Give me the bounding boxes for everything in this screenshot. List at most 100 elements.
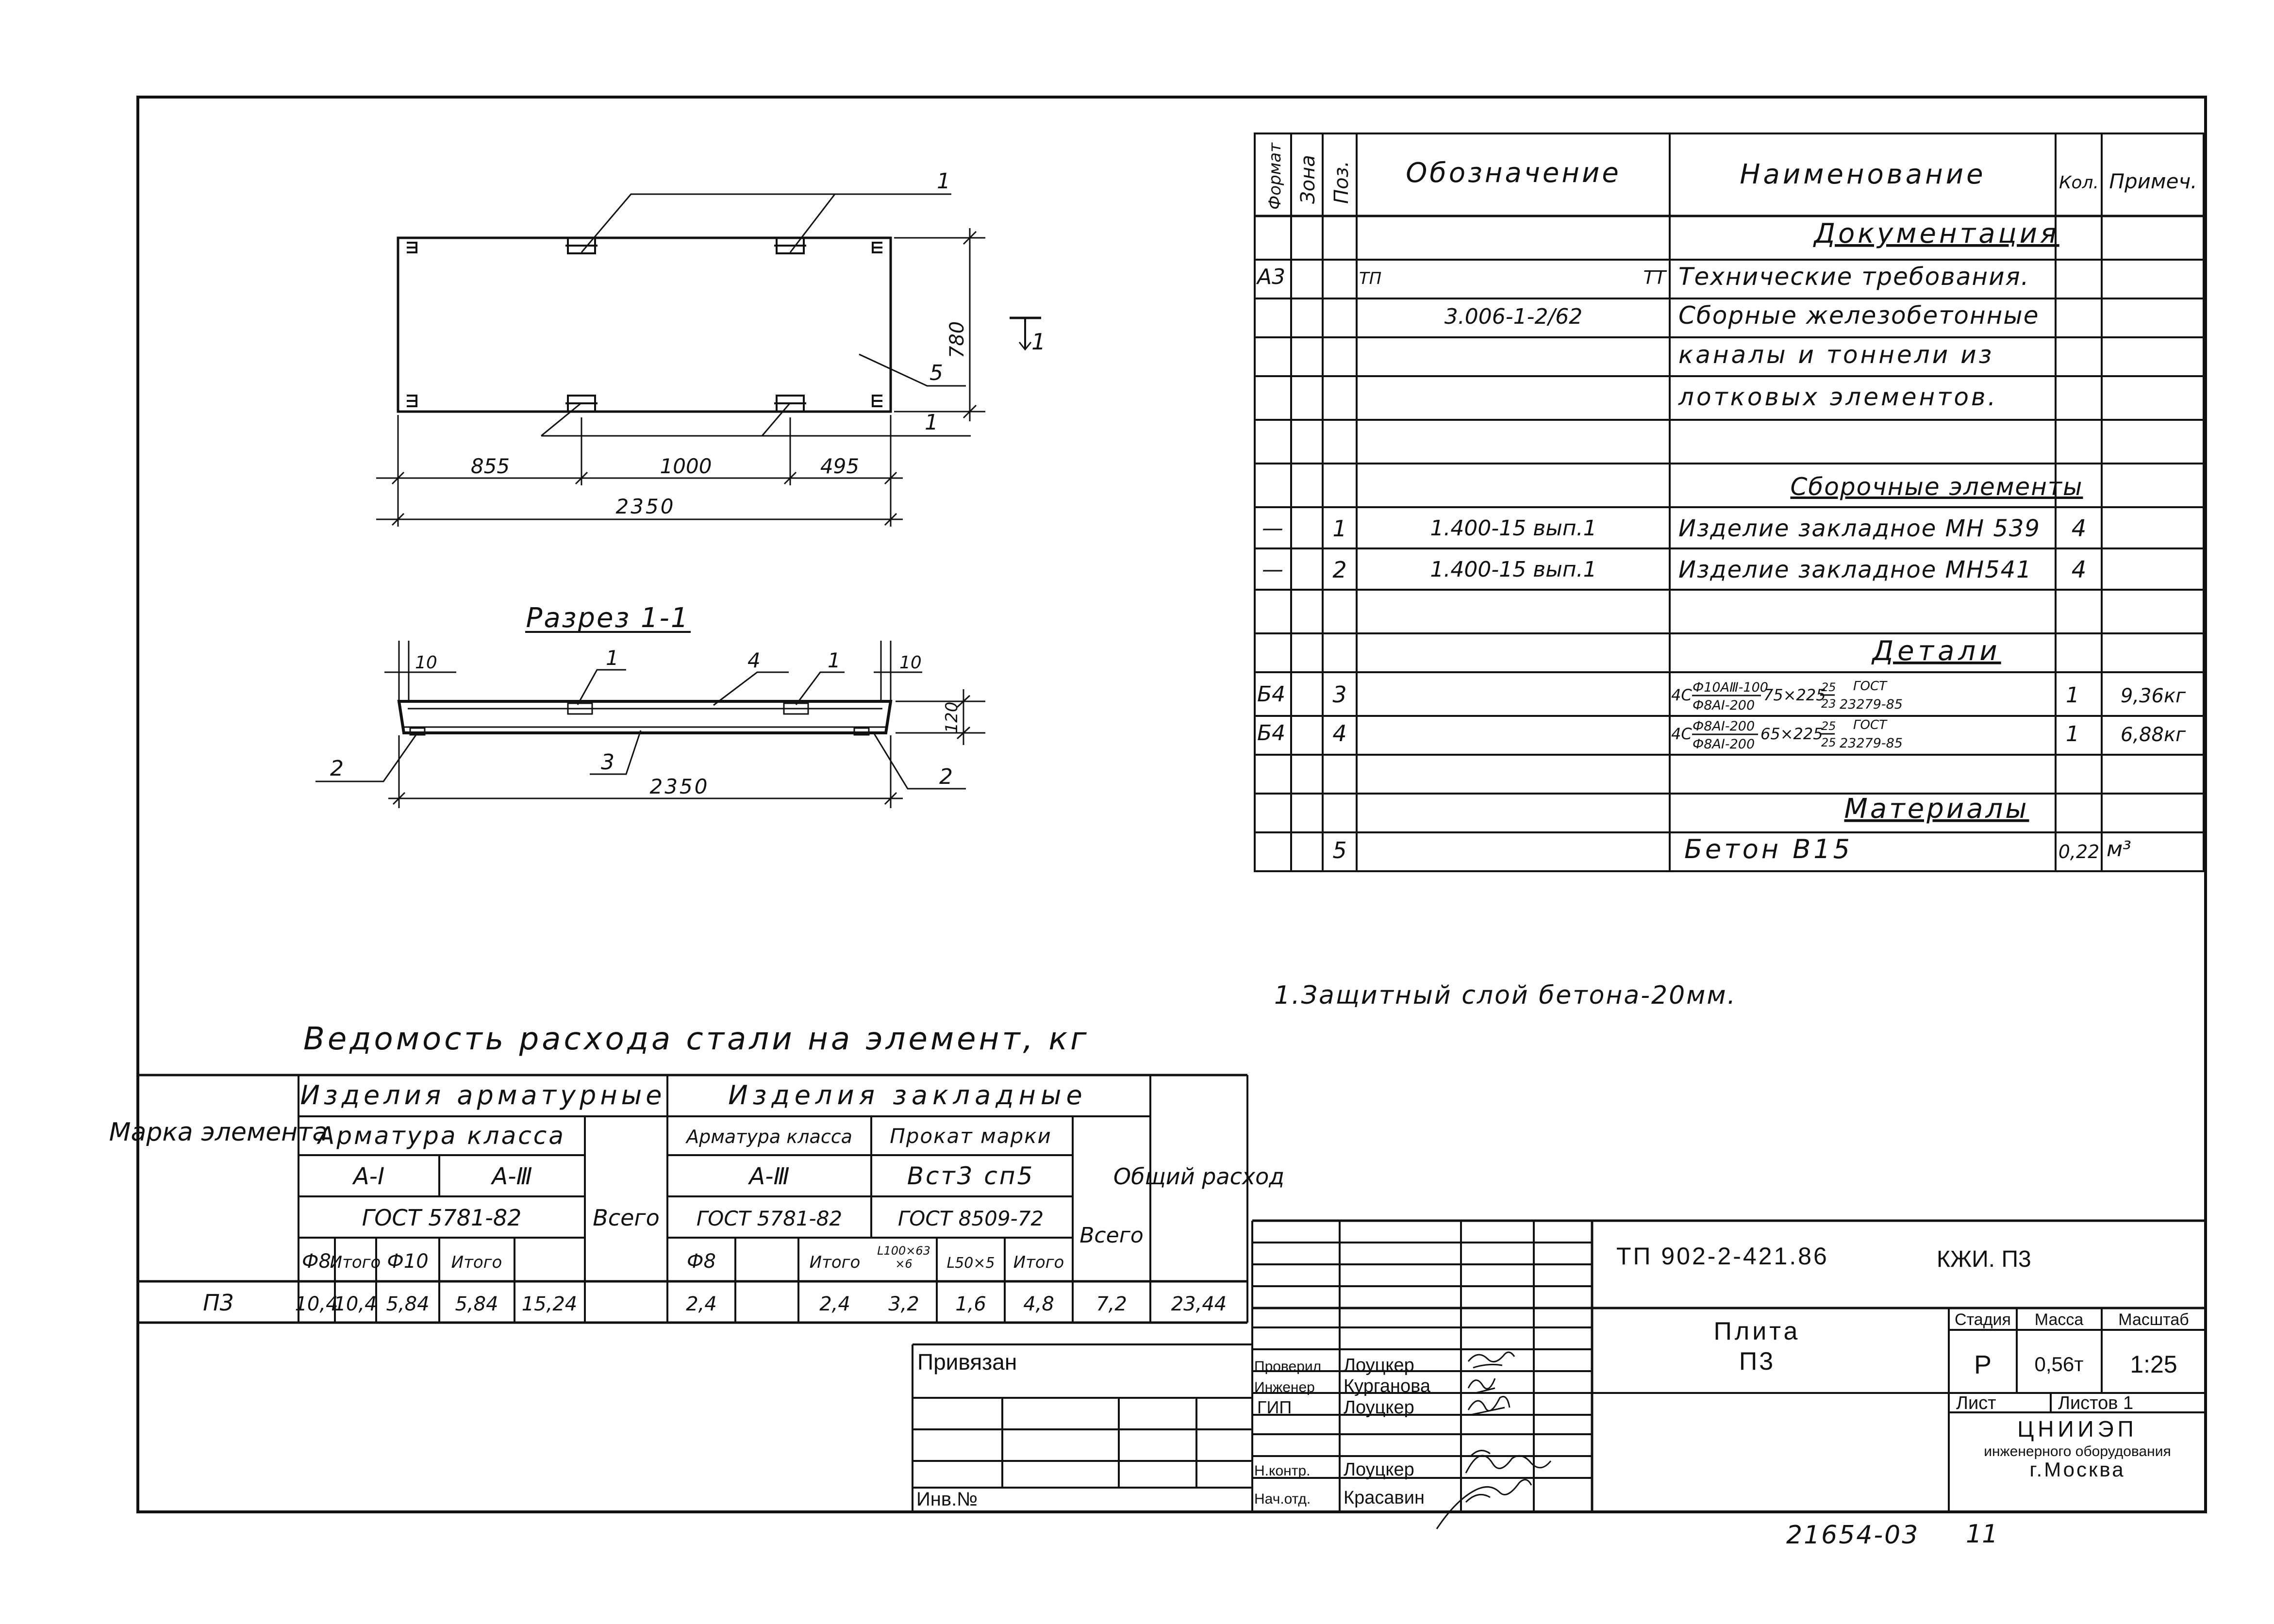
specification-headers: Формат Зона Поз. Обозначение Наименовани… xyxy=(1265,142,2197,210)
sub-angle-2: ×6 xyxy=(895,1257,912,1271)
assembly-2-name: Изделие закладное МН541 xyxy=(1678,556,2032,583)
row-a3-name: Технические требования. xyxy=(1678,263,2030,291)
signature-norm xyxy=(1465,1450,1552,1474)
rebar-total: Всего xyxy=(593,1205,659,1231)
series-name-3: лотковых элементов. xyxy=(1678,383,1998,411)
mass-value: 0,56т xyxy=(2035,1353,2084,1375)
overall-consumption: Общий расход xyxy=(1113,1163,1284,1190)
detail-3-note: 9,36кг xyxy=(2121,685,2186,707)
row-itogo-1: 10,4 xyxy=(333,1293,377,1315)
row-mark: П3 xyxy=(203,1290,234,1316)
detail-4-note: 6,88кг xyxy=(2121,724,2186,746)
class-aiii: А-Ⅲ xyxy=(490,1163,532,1190)
row-itogo-2: 5,84 xyxy=(455,1293,498,1315)
person-role-gip: ГИП xyxy=(1257,1397,1292,1417)
emb-total: Всего xyxy=(1079,1223,1143,1248)
assembly-1-format: — xyxy=(1262,516,1283,541)
plan-leader-5: 5 xyxy=(930,361,943,385)
slab-plan-view xyxy=(376,193,1041,527)
detail-3-den: Ф8АⅠ-200 xyxy=(1693,698,1755,713)
detail-4-size: 65×225 xyxy=(1760,725,1823,743)
material-qty: 0,22 xyxy=(2058,841,2100,862)
signature-head xyxy=(1436,1479,1532,1529)
row-a3-des-right: ТТ xyxy=(1643,267,1667,288)
page-number: 11 xyxy=(1966,1520,1998,1549)
rolled-mark: Прокат марки xyxy=(890,1124,1052,1148)
series-designation: 3.006-1-2/62 xyxy=(1444,304,1583,329)
row-overall: 23,44 xyxy=(1171,1293,1227,1315)
sub-l50: L50×5 xyxy=(946,1255,995,1272)
title-block-text: ТП 902-2-421.86 КЖИ. П3 Плита П3 Стадия … xyxy=(916,1243,2189,1510)
assembly-1-designation: 1.400-15 вып.1 xyxy=(1430,516,1596,541)
detail-4-format: Б4 xyxy=(1257,721,1285,746)
person-role-engineer: Инженер xyxy=(1254,1379,1315,1395)
detail-3-std-top: ГОСТ xyxy=(1853,679,1888,694)
section-labels: Разрез 1-1 10 10 120 2350 1 4 1 2 3 2 xyxy=(330,602,962,798)
drawing-title-1: Плита xyxy=(1714,1317,1801,1345)
emb-class-aiii: А-Ⅲ xyxy=(747,1163,789,1190)
emb-rebar-class: Арматура класса xyxy=(685,1126,852,1147)
section-leader-1a: 1 xyxy=(606,646,619,670)
series-name-1: Сборные железобетонные xyxy=(1678,301,2040,330)
section-marker-number: 1 xyxy=(1031,329,1046,355)
sub-e-itogo-2: Итого xyxy=(1013,1253,1064,1272)
detail-3-f-num: 25 xyxy=(1821,680,1836,694)
row-a3-des-left: ТП xyxy=(1359,269,1381,288)
section-leader-1b: 1 xyxy=(828,648,841,672)
steel-table-title: Ведомость расхода стали на элемент, кг xyxy=(303,1021,1090,1057)
plan-dim-780: 780 xyxy=(946,321,968,358)
organization-2: инженерного оборудования xyxy=(1984,1443,2171,1459)
rebar-products: Изделия арматурные xyxy=(300,1080,666,1110)
plan-dim-2350: 2350 xyxy=(616,495,676,518)
signature-checked xyxy=(1467,1351,1515,1369)
detail-3-format: Б4 xyxy=(1257,682,1285,707)
row-e-d8: 2,4 xyxy=(686,1293,717,1315)
detail-3-prefix: 4С xyxy=(1671,686,1692,704)
detail-4-prefix: 4С xyxy=(1671,725,1692,743)
drawing-title-2: П3 xyxy=(1739,1347,1775,1375)
specification-table xyxy=(1254,133,2205,872)
plan-leader-1-bottom: 1 xyxy=(925,410,938,435)
detail-3-qty: 1 xyxy=(2066,683,2079,708)
sub-itogo-2: Итого xyxy=(451,1253,502,1272)
section-dim-10-right: 10 xyxy=(899,653,922,673)
section-documentation: Документация xyxy=(1812,218,2059,249)
emb-gost-5781: ГОСТ 5781-82 xyxy=(697,1207,842,1230)
person-name-engineer: Курганова xyxy=(1344,1376,1431,1396)
plan-leader-1-top: 1 xyxy=(937,169,950,194)
plan-dim-1000: 1000 xyxy=(660,454,712,478)
person-name-norm: Лоуцкер xyxy=(1344,1459,1414,1480)
mass-header: Масса xyxy=(2035,1310,2084,1329)
person-name-checked: Лоуцкер xyxy=(1344,1355,1414,1375)
section-assembly: Сборочные элементы xyxy=(1791,473,2083,501)
plan-dim-855: 855 xyxy=(471,454,510,478)
detail-3-size: 75×225 xyxy=(1763,686,1826,704)
row-d10: 5,84 xyxy=(386,1293,429,1315)
scale-value: 1:25 xyxy=(2130,1351,2177,1378)
detail-4-f-num: 25 xyxy=(1821,719,1836,733)
detail-4-num: Ф8АⅠ-200 xyxy=(1693,719,1755,734)
sub-itogo-1: Итого xyxy=(330,1253,381,1272)
organization-1: ЦНИИЭП xyxy=(2017,1416,2138,1442)
scale-header: Масштаб xyxy=(2118,1310,2189,1329)
gost-5781: ГОСТ 5781-82 xyxy=(362,1205,522,1231)
section-details: Детали xyxy=(1871,635,2001,667)
row-total: 15,24 xyxy=(522,1293,578,1315)
sub-d8: Ф8 xyxy=(302,1250,331,1273)
specification-body: Документация А3 ТП ТТ Технические требов… xyxy=(1256,218,2186,864)
steel-table-grid xyxy=(138,1074,1248,1324)
header-qty: Кол. xyxy=(2059,173,2099,193)
rebar-class: Арматура класса xyxy=(316,1122,565,1150)
header-pos: Поз. xyxy=(1330,161,1353,204)
sheet-frame xyxy=(136,96,2207,1513)
detail-4-std-bot: 23279-85 xyxy=(1840,736,1903,751)
organization-3: г.Москва xyxy=(2029,1458,2125,1481)
gost-8509: ГОСТ 8509-72 xyxy=(898,1207,1044,1230)
section-view xyxy=(315,631,985,808)
sheet-code: КЖИ. П3 xyxy=(1937,1246,2031,1272)
stage-header: Стадия xyxy=(1955,1310,2011,1329)
detail-3-pos: 3 xyxy=(1332,681,1346,708)
section-leader-3: 3 xyxy=(601,750,614,775)
archive-number: 21654-03 xyxy=(1786,1521,1919,1550)
header-format: Формат xyxy=(1265,142,1285,210)
